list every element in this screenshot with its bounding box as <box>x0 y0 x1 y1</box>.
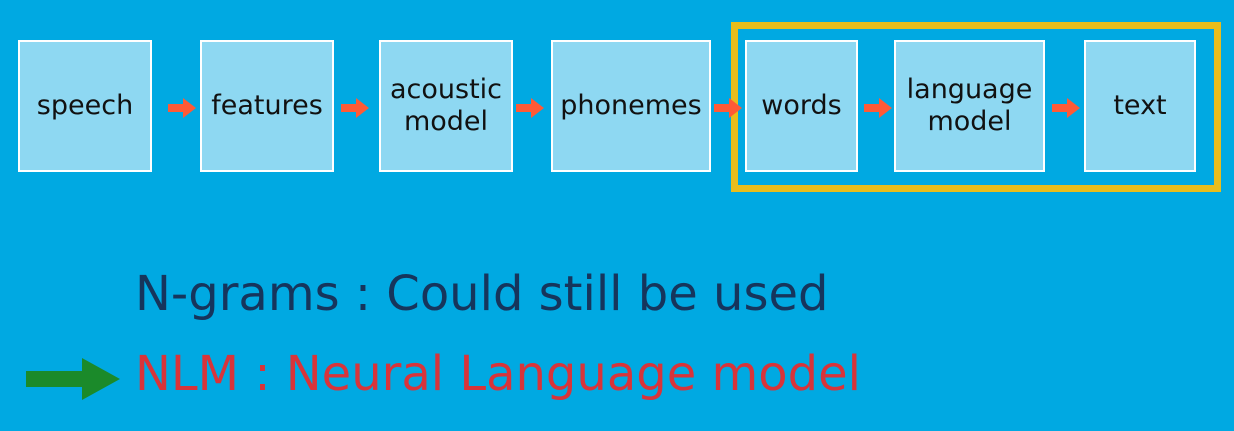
box-phonemes-label: phonemes <box>560 90 702 122</box>
flow-arrow-icon <box>168 98 196 118</box>
flow-arrow-icon <box>341 98 369 118</box>
flow-arrow-icon <box>714 98 742 118</box>
box-language-model: language model <box>894 40 1045 172</box>
box-acoustic-model-label: acoustic model <box>389 74 503 137</box>
box-acoustic-model: acoustic model <box>379 40 513 172</box>
ngrams-note: N-grams : Could still be used <box>135 266 829 322</box>
box-features-label: features <box>211 90 323 122</box>
flow-arrow-icon <box>864 98 892 118</box>
box-language-model-label: language model <box>906 74 1033 137</box>
box-words-label: words <box>761 90 842 122</box>
box-text-label: text <box>1113 90 1167 122</box>
box-features: features <box>200 40 334 172</box>
box-phonemes: phonemes <box>551 40 711 172</box>
box-speech: speech <box>18 40 152 172</box>
green-pointer-arrow-icon <box>26 358 120 400</box>
box-words: words <box>745 40 858 172</box>
box-speech-label: speech <box>36 90 134 122</box>
flow-arrow-icon <box>1052 98 1080 118</box>
flow-arrow-icon <box>516 98 544 118</box>
box-text: text <box>1084 40 1196 172</box>
nlm-note: NLM : Neural Language model <box>135 346 861 402</box>
